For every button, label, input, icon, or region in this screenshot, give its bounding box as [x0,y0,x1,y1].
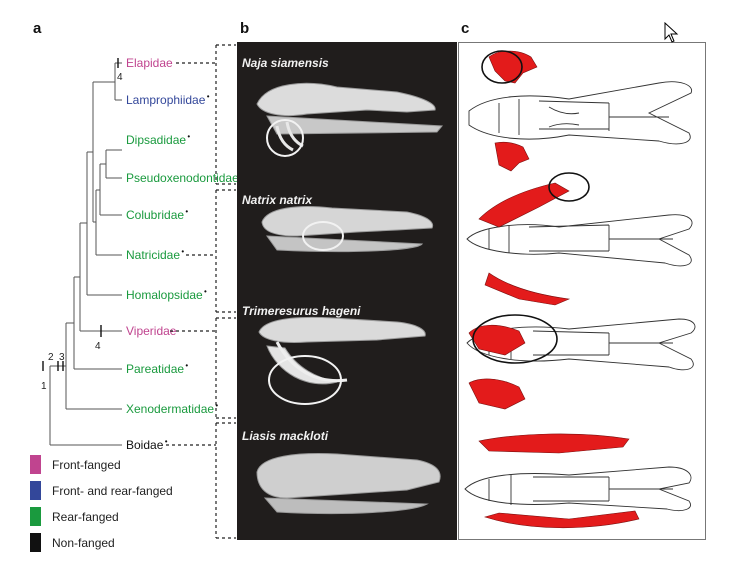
family-marker: • [165,437,168,446]
family-marker: • [181,247,184,256]
family-label: Pareatidae [126,362,184,376]
legend-swatch-front-and-rear-fanged [30,481,41,500]
tree-branches [49,62,122,446]
node-label: 1 [41,381,47,392]
family-label: Dipsadidae [126,133,186,147]
family-label: Homalopsidae [126,288,203,302]
panel-label-a: a [33,20,42,37]
family-marker: • [185,361,188,370]
family-marker: • [215,401,218,410]
skull-photo-naja [256,82,444,157]
skull-drawing-panel [458,42,706,540]
node-label: 4 [117,72,123,83]
skull-photos [256,82,444,515]
skull-photo-trimeresurus [258,316,426,405]
family-marker: • [187,132,190,141]
species-label: Liasis mackloti [242,429,329,443]
family-label: Pseudoxenodontidae [126,171,239,185]
family-label: Natricidae [126,248,180,262]
family-label: Colubridae [126,208,184,222]
panel-label-c: c [461,20,470,37]
legend-swatch-front-fanged [30,455,41,474]
family-label: Boidae [126,438,164,452]
legend-label: Front- and rear-fanged [52,484,173,498]
family-marker: • [204,287,207,296]
panel-label-b: b [240,20,250,37]
legend-label: Non-fanged [52,536,115,550]
family-label: Lamprophiidae [126,93,206,107]
family-labels: ElapidaeLamprophiidae•Dipsadidae•Pseudox… [126,56,239,452]
node-tick-marks [42,58,119,371]
skull-drawing-natrix [466,214,693,267]
venom-gland-highlights [468,50,640,529]
node-label: 2 [48,352,54,363]
legend-swatch-non-fanged [30,533,41,552]
skull-drawings [464,50,696,529]
skull-photo-liasis [256,453,441,515]
legend-swatch-rear-fanged [30,507,41,526]
node-label: 4 [95,341,101,352]
family-label: Xenodermatidae [126,402,214,416]
family-label: Viperidae [126,324,177,338]
family-marker: • [185,207,188,216]
mouse-cursor-icon [664,22,679,43]
species-label: Trimeresurus hageni [242,304,361,318]
connector-lines [166,44,236,539]
skull-photo-panel: Naja siamensis Natrix natrix Trimeresuru… [237,42,457,540]
skull-drawing-liasis [464,466,692,512]
node-label: 3 [59,352,65,363]
legend-label: Front-fanged [52,458,121,472]
highlight-circles [472,50,590,364]
species-label: Naja siamensis [242,56,329,70]
legend-label: Rear-fanged [52,510,119,524]
skull-drawing-naja [468,81,693,145]
species-label: Natrix natrix [242,193,313,207]
family-marker: • [207,92,210,101]
family-label: Elapidae [126,56,173,70]
skull-photo-natrix [261,206,434,253]
